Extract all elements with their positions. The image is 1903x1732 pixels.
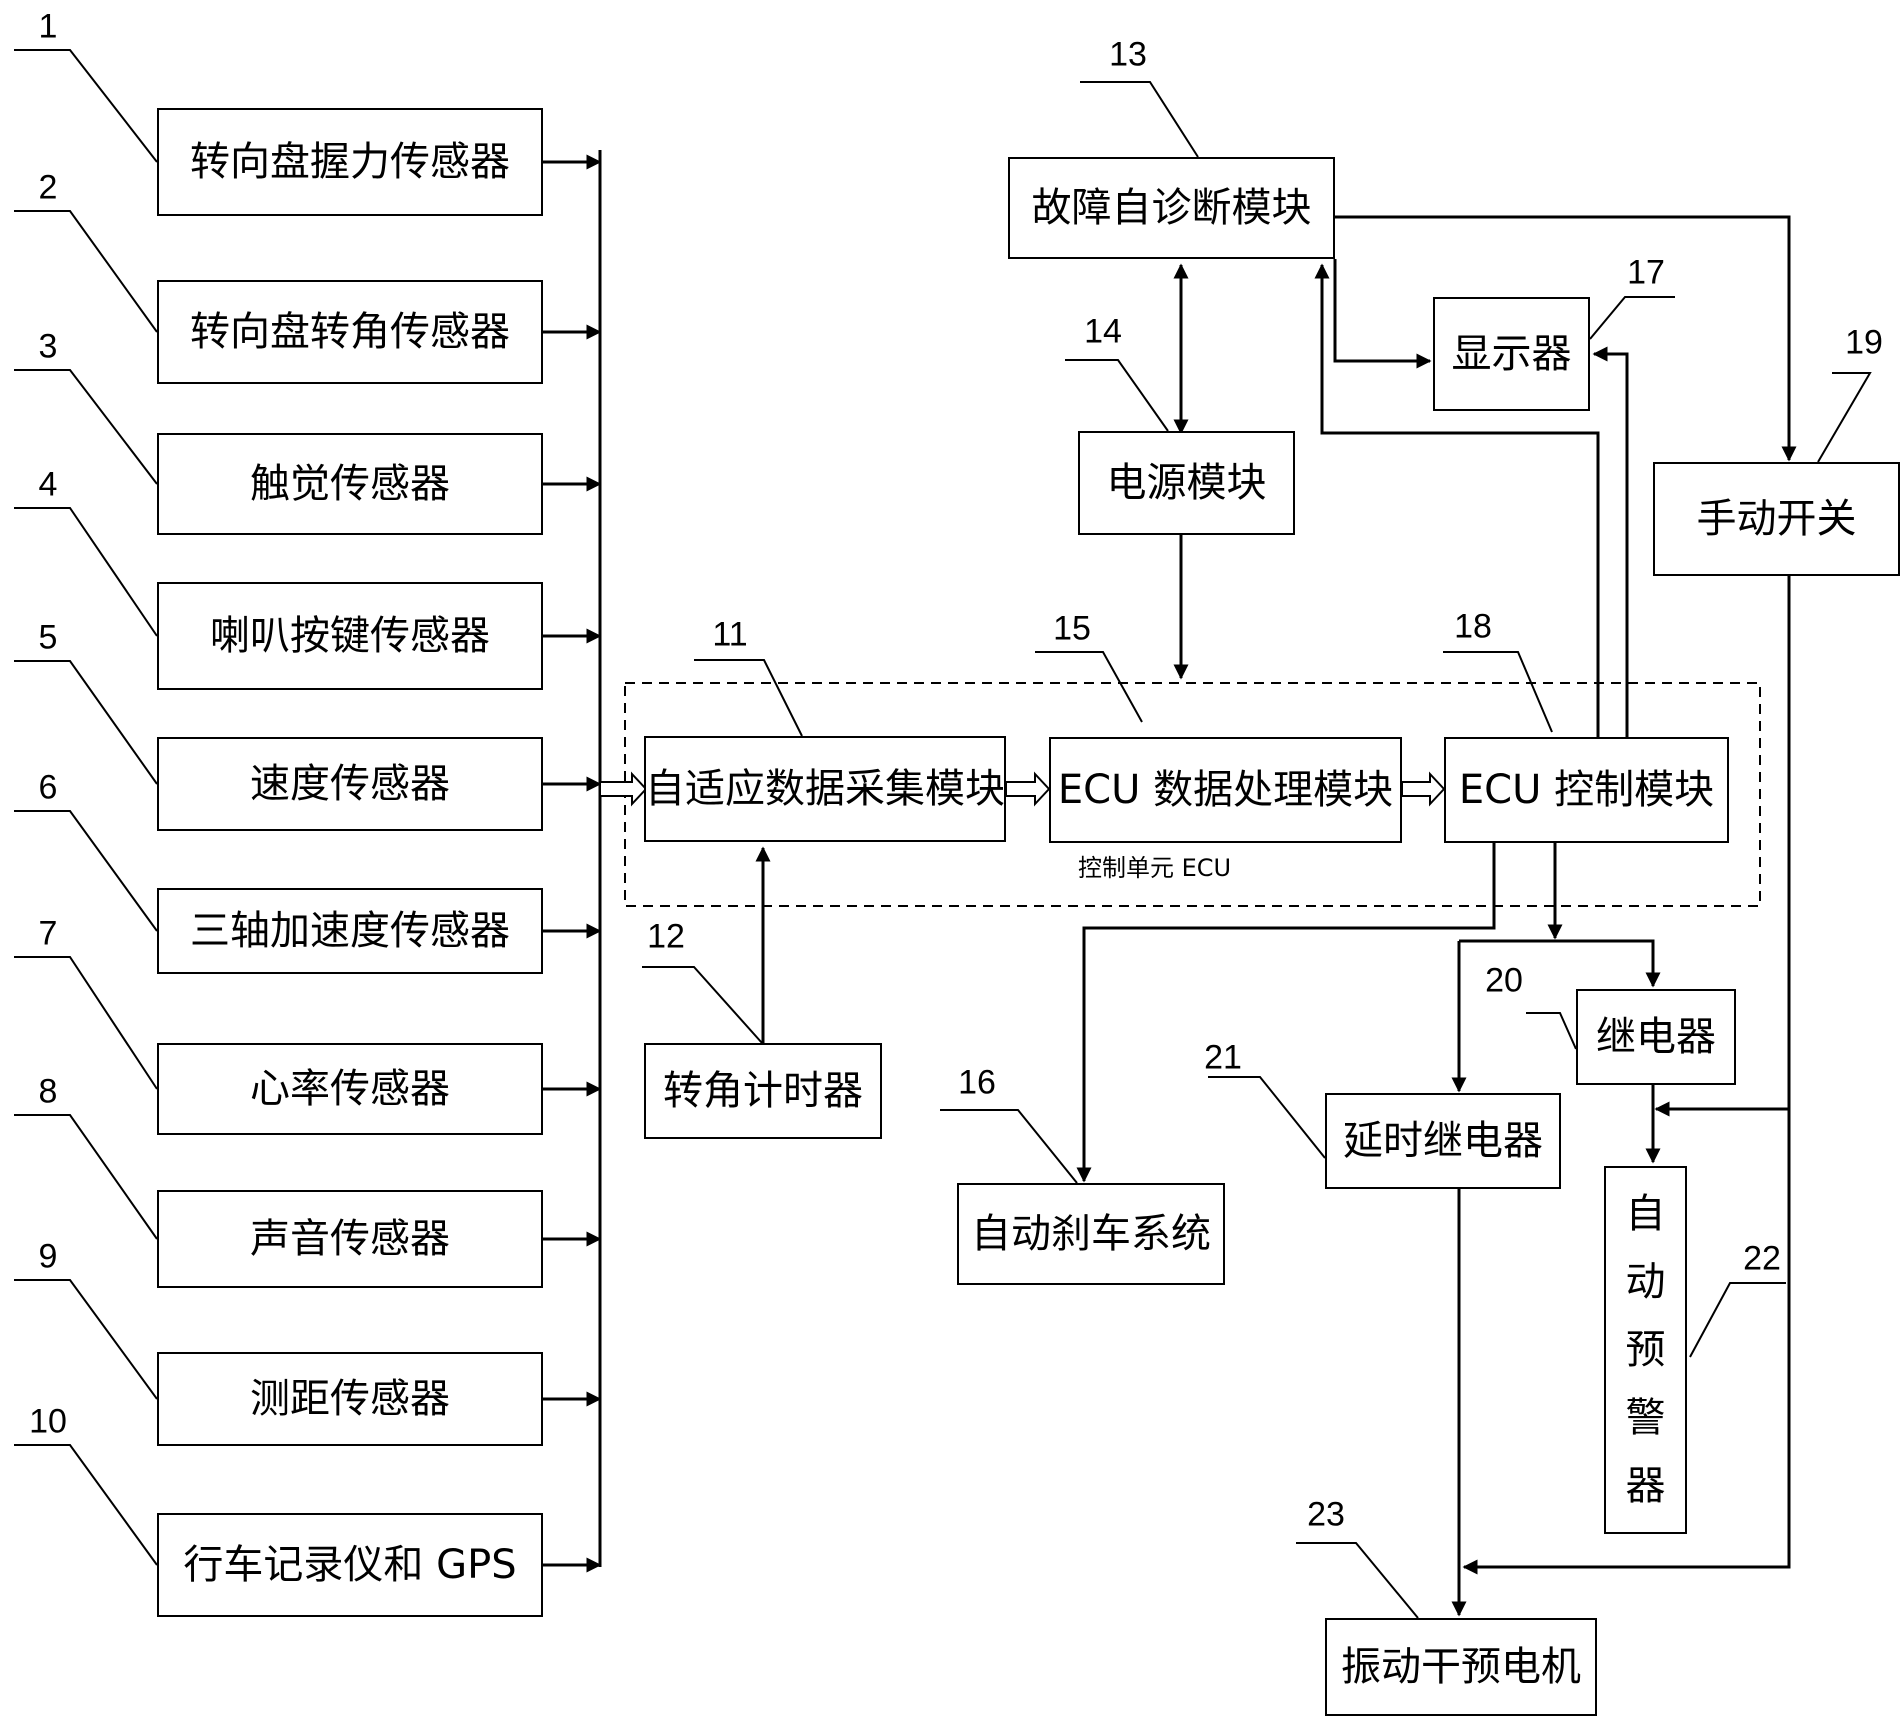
ref-number-16: 16: [958, 1063, 996, 1102]
display-box: 显示器: [1433, 297, 1590, 411]
ref-number-6: 6: [38, 768, 58, 807]
leader-21: [1208, 1076, 1326, 1159]
sensor-box-3: 触觉传感器: [157, 433, 543, 535]
leader-line-6: [14, 810, 158, 932]
ref-number-14: 14: [1084, 312, 1122, 351]
leader-19: [1817, 372, 1872, 463]
auto-warner-char: 警: [1625, 1395, 1666, 1441]
fault-diagnosis-module-box: 故障自诊断模块: [1008, 157, 1335, 259]
leader-lines: [14, 49, 1872, 1619]
leader-line-8: [14, 1114, 158, 1240]
auto-warner-char: 动: [1625, 1259, 1666, 1305]
adaptive-collection-module-box: 自适应数据采集模块: [644, 736, 1006, 842]
leader-22: [1689, 1282, 1786, 1358]
leader-18: [1443, 651, 1553, 733]
control-to-display-arrow: [1592, 346, 1629, 737]
fault-to-display-arrow: [1333, 259, 1432, 369]
manual-switch-box: 手动开关: [1653, 462, 1900, 576]
leader-13: [1080, 81, 1199, 158]
ecu-control-module-box: ECU 控制模块: [1444, 737, 1729, 843]
sensor-box-10: 行车记录仪和 GPS: [157, 1513, 543, 1617]
leader-line-2: [14, 210, 158, 333]
ref-number-17: 17: [1627, 253, 1665, 292]
ecu-unit-caption: 控制单元 ECU: [1078, 854, 1232, 882]
leader-15: [1035, 651, 1143, 723]
ref-number-13: 13: [1109, 35, 1147, 74]
leader-20: [1526, 1012, 1577, 1050]
leader-12: [642, 966, 763, 1044]
sensor-box-5: 速度传感器: [157, 737, 543, 831]
auto-brake-system-box: 自动刹车系统: [957, 1183, 1225, 1285]
auto-warner-char: 器: [1625, 1463, 1666, 1509]
leader-11: [694, 659, 803, 737]
ecu-data-to-control-arrow: [1401, 771, 1446, 807]
control-to-fault-arrow: [1314, 263, 1600, 737]
sensor-box-2: 转向盘转角传感器: [157, 280, 543, 384]
leader-line-3: [14, 369, 158, 485]
bus-to-adaptive-arrow: [599, 771, 648, 807]
ref-number-3: 3: [38, 327, 58, 366]
leader-line-1: [14, 49, 158, 163]
steering-timer-box: 转角计时器: [644, 1043, 882, 1139]
hollow-arrows: [599, 771, 1446, 807]
sensor-box-6: 三轴加速度传感器: [157, 888, 543, 974]
ref-number-22: 22: [1743, 1239, 1781, 1278]
leader-line-7: [14, 956, 158, 1090]
to-relay-arrow: [1459, 939, 1661, 988]
relay-box: 继电器: [1576, 989, 1736, 1085]
ref-number-9: 9: [38, 1237, 58, 1276]
ecu-data-processing-box: ECU 数据处理模块: [1049, 737, 1402, 843]
sensor-box-4: 喇叭按键传感器: [157, 582, 543, 690]
ref-number-1: 1: [38, 7, 58, 46]
ref-number-5: 5: [38, 618, 58, 657]
ref-number-11: 11: [712, 615, 748, 654]
auto-warner-char: 预: [1625, 1327, 1666, 1373]
sensor-box-9: 测距传感器: [157, 1352, 543, 1446]
leader-line-9: [14, 1279, 158, 1400]
ref-number-10: 10: [29, 1402, 67, 1441]
power-module-box: 电源模块: [1078, 431, 1295, 535]
fault-to-switch-arrow: [1335, 215, 1797, 462]
leader-23: [1296, 1542, 1419, 1619]
leader-line-4: [14, 507, 158, 637]
adaptive-to-ecu-data-arrow: [1005, 771, 1051, 807]
vibration-motor-box: 振动干预电机: [1325, 1618, 1597, 1716]
ref-number-2: 2: [38, 168, 58, 207]
ref-number-23: 23: [1307, 1495, 1345, 1534]
switch-to-motor-arrow: [1462, 576, 1791, 1575]
auto-warner-char: 自: [1625, 1191, 1666, 1237]
leader-line-10: [14, 1444, 158, 1566]
connection-lines: [543, 150, 1797, 1617]
ref-number-15: 15: [1053, 609, 1091, 648]
sensor-box-1: 转向盘握力传感器: [157, 108, 543, 216]
sensor-box-8: 声音传感器: [157, 1190, 543, 1288]
ref-number-12: 12: [647, 917, 685, 956]
ref-number-21: 21: [1204, 1038, 1242, 1077]
ref-number-20: 20: [1485, 961, 1523, 1000]
ref-number-18: 18: [1454, 607, 1492, 646]
control-to-brake-arrow: [1076, 843, 1496, 1183]
sensor-box-7: 心率传感器: [157, 1043, 543, 1135]
leader-14: [1065, 359, 1169, 432]
leader-16: [940, 1109, 1078, 1184]
auto-warner-box: 自动预警器: [1604, 1166, 1687, 1534]
leader-17: [1589, 296, 1675, 340]
ref-number-8: 8: [38, 1072, 58, 1111]
leader-line-5: [14, 660, 158, 785]
delay-relay-box: 延时继电器: [1325, 1093, 1561, 1189]
ref-number-7: 7: [38, 914, 58, 953]
ref-number-19: 19: [1845, 323, 1883, 362]
ref-number-4: 4: [38, 465, 58, 504]
